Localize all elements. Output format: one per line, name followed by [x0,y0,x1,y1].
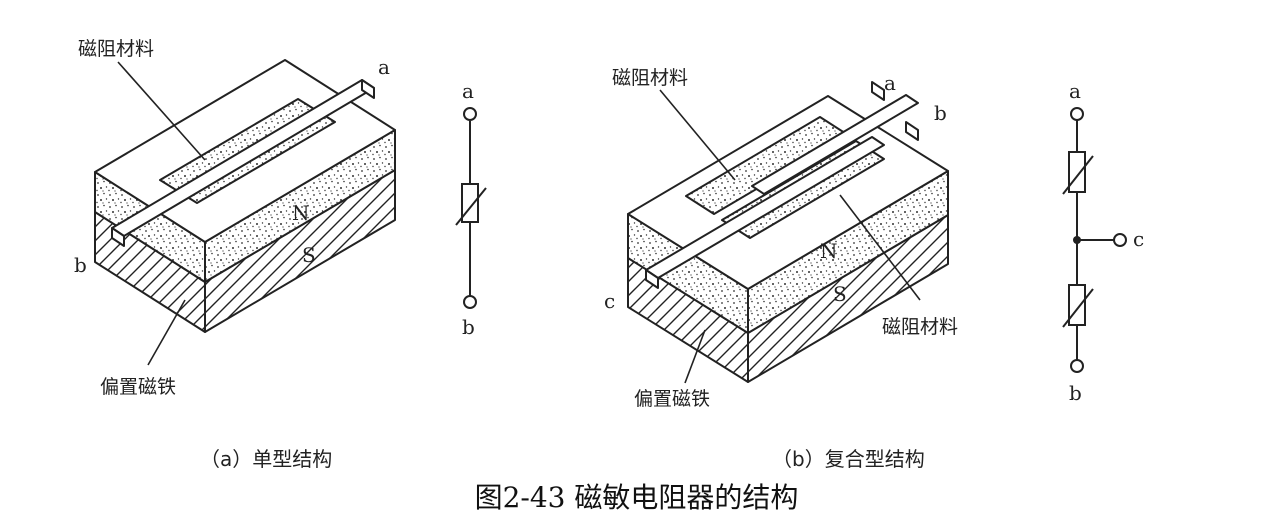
panel-b-symbol [1062,107,1127,373]
panel-a-material-label: 磁阻材料 [78,38,154,60]
panel-b-symbol-terminal-c [1113,233,1127,247]
panel-b-magnet-label: 偏置磁铁 [634,388,710,410]
panel-a-magnet-leader [147,299,186,366]
panel-b-resistor-2-arrow [1062,288,1094,328]
panel-b-symbol-b: b [1069,381,1082,405]
panel-a-pole-n: N [292,201,310,225]
panel-a-resistor-arrow [455,187,487,226]
panel-a-terminal-b: b [74,253,87,277]
panel-a-pole-s: S [302,243,316,267]
panel-b-resistor-2 [1068,284,1086,326]
panel-b-junction-dot [1073,236,1081,244]
panel-b-material-top-leader [659,89,736,181]
panel-b-resistor-1 [1068,151,1086,193]
panel-b-pole-s: S [833,282,847,306]
panel-b-symbol-a: a [1069,79,1081,103]
panel-b-terminal-a: a [884,71,896,95]
panel-a-symbol [455,107,487,309]
figure-title: 图2-43 磁敏电阻器的结构 [474,481,799,514]
panel-a-bar-end [361,79,375,99]
panel-b-symbol-terminal-b [1070,359,1084,373]
panel-a-block [94,59,396,333]
panel-b-material-bottom-leader [839,194,921,301]
panel-b-terminal-c: c [604,289,615,313]
panel-a-resistor [461,183,479,223]
panel-b-magnet-leader [684,329,706,384]
panel-a-bar-front [111,227,125,247]
panel-a-symbol-terminal-bottom [463,295,477,309]
panel-b-material-top-label: 磁阻材料 [612,67,688,89]
panel-b-bar-b-end [905,121,919,141]
panel-b-caption: （b）复合型结构 [772,447,925,471]
panel-a-symbol-terminal-top [463,107,477,121]
panel-b-resistor-1-arrow [1062,155,1094,195]
panel-b-symbol-c: c [1133,227,1144,251]
panel-a-magnet-label: 偏置磁铁 [100,376,176,398]
panel-a-terminal-a: a [378,55,390,79]
panel-a-symbol-a: a [462,79,474,103]
panel-b-bar-a-end [871,81,885,101]
panel-b-bar-a-front [645,269,659,289]
panel-b-material-bottom-label: 磁阻材料 [882,316,958,338]
panel-b-terminal-b: b [934,101,947,125]
panel-a-material-leader [117,61,206,161]
panel-b-bar-b [751,94,919,195]
panel-b-block [627,81,949,383]
panel-b-symbol-terminal-a [1070,107,1084,121]
panel-b-pole-n: N [820,239,838,263]
panel-a-caption: （a）单型结构 [200,447,332,471]
panel-a-symbol-b: b [462,315,475,339]
